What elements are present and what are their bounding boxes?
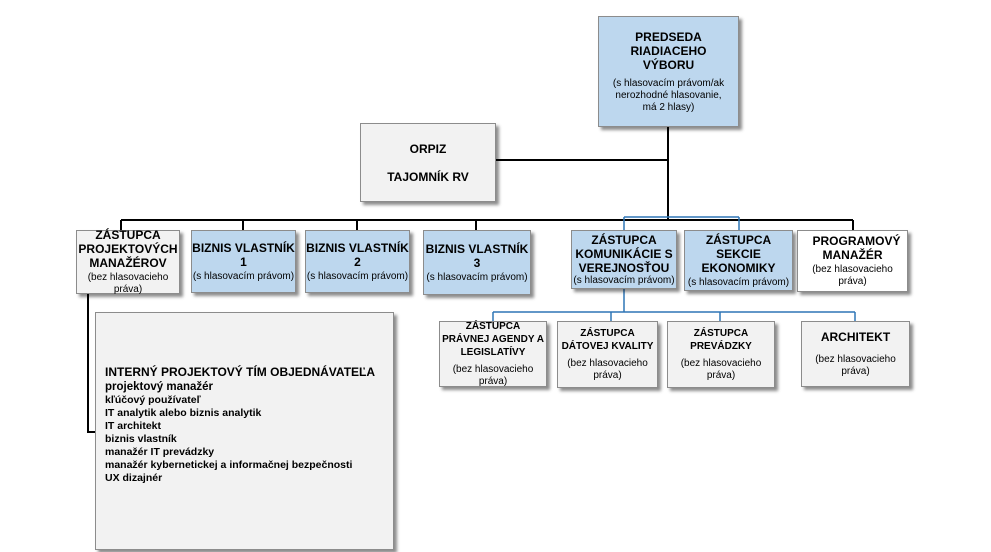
communication-deputy-title: ZÁSTUPCA KOMUNIKÁCIE S VEREJNOSŤOU bbox=[575, 232, 673, 275]
business-owner-1-title: BIZNIS VLASTNÍK 1 bbox=[192, 240, 295, 269]
chair-box: PREDSEDA RIADIACEHO VÝBORU (s hlasovacím… bbox=[598, 16, 739, 127]
team-member: manažér kybernetickej a informačnej bezp… bbox=[105, 459, 353, 471]
operations-deputy-subtitle: (bez hlasovacieho práva) bbox=[680, 358, 762, 381]
data-quality-deputy-title: ZÁSTUPCA DÁTOVEJ KVALITY bbox=[561, 328, 654, 352]
internal-project-team-title: INTERNÝ PROJEKTOVÝ TÍM OBJEDNÁVATEĽA bbox=[105, 365, 376, 379]
communication-deputy-subtitle: (s hlasovacím právom) bbox=[573, 274, 675, 286]
program-manager-subtitle: (bez hlasovacieho práva) bbox=[812, 264, 893, 287]
communication-deputy-box: ZÁSTUPCA KOMUNIKÁCIE S VEREJNOSŤOU (s hl… bbox=[571, 230, 677, 289]
architect-box: ARCHITEKT (bez hlasovacieho práva) bbox=[801, 321, 910, 387]
economy-deputy-box: ZÁSTUPCA SEKCIE EKONOMIKY (s hlasovacím … bbox=[684, 230, 793, 291]
business-owner-3-subtitle: (s hlasovacím právom) bbox=[426, 271, 528, 283]
team-member: IT architekt bbox=[105, 420, 162, 432]
team-member: kľúčový používateľ bbox=[105, 394, 201, 406]
project-managers-deputy-subtitle: (bez hlasovacieho práva) bbox=[87, 272, 169, 295]
operations-deputy-title: ZÁSTUPCA PREVÁDZKY bbox=[690, 328, 752, 352]
secretary-org: ORPIZ bbox=[409, 141, 447, 156]
business-owner-2-title: BIZNIS VLASTNÍK 2 bbox=[306, 240, 409, 269]
business-owner-2-box: BIZNIS VLASTNÍK 2 (s hlasovacím právom) bbox=[305, 230, 410, 293]
business-owner-3-title: BIZNIS VLASTNÍK 3 bbox=[425, 241, 529, 270]
operations-deputy-box: ZÁSTUPCA PREVÁDZKY (bez hlasovacieho prá… bbox=[667, 321, 775, 388]
team-member: IT analytik alebo biznis analytik bbox=[105, 407, 262, 419]
economy-deputy-subtitle: (s hlasovacím právom) bbox=[687, 276, 790, 288]
legal-deputy-box: ZÁSTUPCA PRÁVNEJ AGENDY A LEGISLATÍVY (b… bbox=[439, 321, 547, 387]
team-member: UX dizajnér bbox=[105, 472, 163, 484]
data-quality-deputy-subtitle: (bez hlasovacieho práva) bbox=[567, 358, 648, 381]
project-managers-deputy-title: ZÁSTUPCA PROJEKTOVÝCH MANAŽÉROV bbox=[78, 228, 178, 270]
program-manager-title: PROGRAMOVÝ MANAŽÉR bbox=[812, 234, 901, 262]
secretary-box: ORPIZ TAJOMNÍK RV bbox=[360, 123, 496, 202]
team-member: manažér IT prevádzky bbox=[105, 446, 215, 458]
business-owner-3-box: BIZNIS VLASTNÍK 3 (s hlasovacím právom) bbox=[423, 230, 531, 295]
team-member-list: projektový manažér kľúčový používateľ IT… bbox=[105, 380, 393, 485]
program-manager-box: PROGRAMOVÝ MANAŽÉR (bez hlasovacieho prá… bbox=[797, 230, 908, 292]
chair-subtitle: (s hlasovacím právom/ak nerozhodné hlaso… bbox=[612, 77, 725, 113]
legal-deputy-subtitle: (bez hlasovacieho práva) bbox=[452, 364, 534, 387]
economy-deputy-title: ZÁSTUPCA SEKCIE EKONOMIKY bbox=[701, 232, 776, 275]
team-member: biznis vlastník bbox=[105, 433, 177, 445]
business-owner-1-subtitle: (s hlasovacím právom) bbox=[192, 270, 295, 282]
architect-title: ARCHITEKT bbox=[820, 330, 891, 344]
legal-deputy-title: ZÁSTUPCA PRÁVNEJ AGENDY A LEGISLATÍVY bbox=[442, 321, 544, 358]
chair-title: PREDSEDA RIADIACEHO VÝBORU bbox=[630, 29, 707, 72]
business-owner-2-subtitle: (s hlasovacím právom) bbox=[306, 270, 409, 282]
data-quality-deputy-box: ZÁSTUPCA DÁTOVEJ KVALITY (bez hlasovacie… bbox=[557, 321, 658, 388]
business-owner-1-box: BIZNIS VLASTNÍK 1 (s hlasovacím právom) bbox=[191, 230, 296, 293]
architect-subtitle: (bez hlasovacieho práva) bbox=[815, 354, 896, 377]
internal-project-team-box: INTERNÝ PROJEKTOVÝ TÍM OBJEDNÁVATEĽA pro… bbox=[95, 312, 394, 550]
team-connector bbox=[87, 294, 95, 433]
team-member: projektový manažér bbox=[105, 381, 214, 393]
project-managers-deputy-box: ZÁSTUPCA PROJEKTOVÝCH MANAŽÉROV (bez hla… bbox=[76, 228, 180, 295]
secretary-role: TAJOMNÍK RV bbox=[387, 169, 469, 184]
